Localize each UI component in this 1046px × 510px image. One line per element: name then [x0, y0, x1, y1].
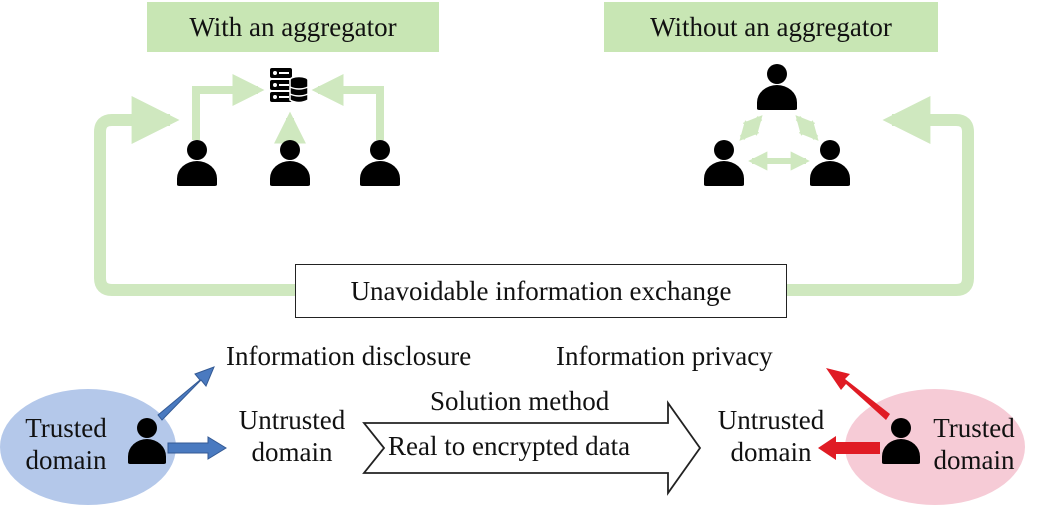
solution-arrow [362, 400, 702, 496]
p2p-arrow-right [795, 115, 819, 141]
blue-arrow-up [157, 366, 215, 421]
red-arrow-left [818, 436, 880, 460]
user-icon [810, 140, 850, 186]
left-trusted-ellipse [0, 389, 176, 505]
user-icon [360, 140, 400, 186]
solution-method-label: Solution method [430, 386, 610, 416]
user-icon [128, 418, 166, 464]
red-arrow-up [826, 368, 890, 420]
user-icon [882, 418, 920, 464]
title-with-text: With an aggregator [189, 11, 397, 42]
exchange-box: Unavoidable information exchange [295, 264, 787, 318]
title-without-aggregator: Without an aggregator [604, 2, 938, 52]
blue-arrow-right [167, 436, 227, 460]
agg-arrow-left [192, 74, 265, 140]
left-loop-connector [94, 96, 295, 296]
title-without-text: Without an aggregator [650, 11, 892, 42]
info-disclosure-label: Information disclosure [226, 341, 472, 371]
trusted-left-label: Trusted domain [25, 413, 107, 475]
user-icon [177, 140, 217, 186]
server-database-icon [268, 66, 310, 108]
info-privacy-label: Information privacy [556, 341, 773, 371]
arrow-text-label: Real to encrypted data [388, 431, 631, 461]
title-with-aggregator: With an aggregator [147, 2, 439, 52]
user-icon [704, 140, 744, 186]
untrusted-left-label: Untrusted domain [238, 405, 346, 467]
user-icon [270, 140, 310, 186]
p2p-arrow-left [739, 115, 763, 141]
trusted-right-label: Trusted domain [933, 413, 1015, 475]
exchange-label: Unavoidable information exchange [350, 275, 732, 306]
user-icon [757, 64, 797, 110]
right-trusted-ellipse [845, 389, 1025, 505]
right-loop-connector [787, 96, 974, 296]
untrusted-right-label: Untrusted domain [717, 405, 825, 467]
agg-arrow-right [311, 74, 384, 140]
